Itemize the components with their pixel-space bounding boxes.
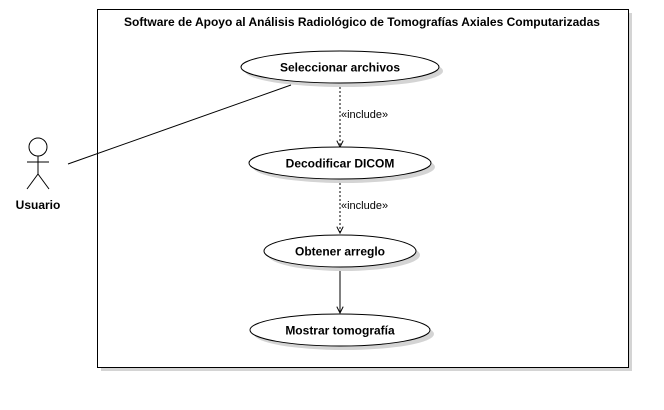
actor-head xyxy=(28,137,48,157)
actor-name: Usuario xyxy=(16,198,61,212)
use-case-seleccionar-archivos[interactable]: Seleccionar archivos xyxy=(240,50,443,87)
include-label-1: «include» xyxy=(341,109,388,121)
actor-usuario[interactable]: Usuario xyxy=(16,137,61,212)
actor-right-leg xyxy=(37,173,50,190)
include-label-2: «include» xyxy=(341,200,388,212)
actor-left-leg xyxy=(26,173,39,190)
use-case-label: Decodificar DICOM xyxy=(286,157,395,171)
use-case-obtener-arreglo[interactable]: Obtener arreglo xyxy=(263,234,420,271)
use-case-label: Obtener arreglo xyxy=(295,245,385,259)
use-case-decodificar-dicom[interactable]: Decodificar DICOM xyxy=(248,146,435,183)
association-line xyxy=(67,84,292,165)
use-case-label: Mostrar tomografía xyxy=(285,324,395,338)
include-relation-1: «include» xyxy=(340,83,388,147)
use-case-mostrar-tomografia[interactable]: Mostrar tomografía xyxy=(249,313,434,350)
use-case-label: Seleccionar archivos xyxy=(280,61,400,75)
system-title: Software de Apoyo al Análisis Radiológic… xyxy=(124,15,600,29)
include-relation-2: «include» xyxy=(340,179,388,233)
